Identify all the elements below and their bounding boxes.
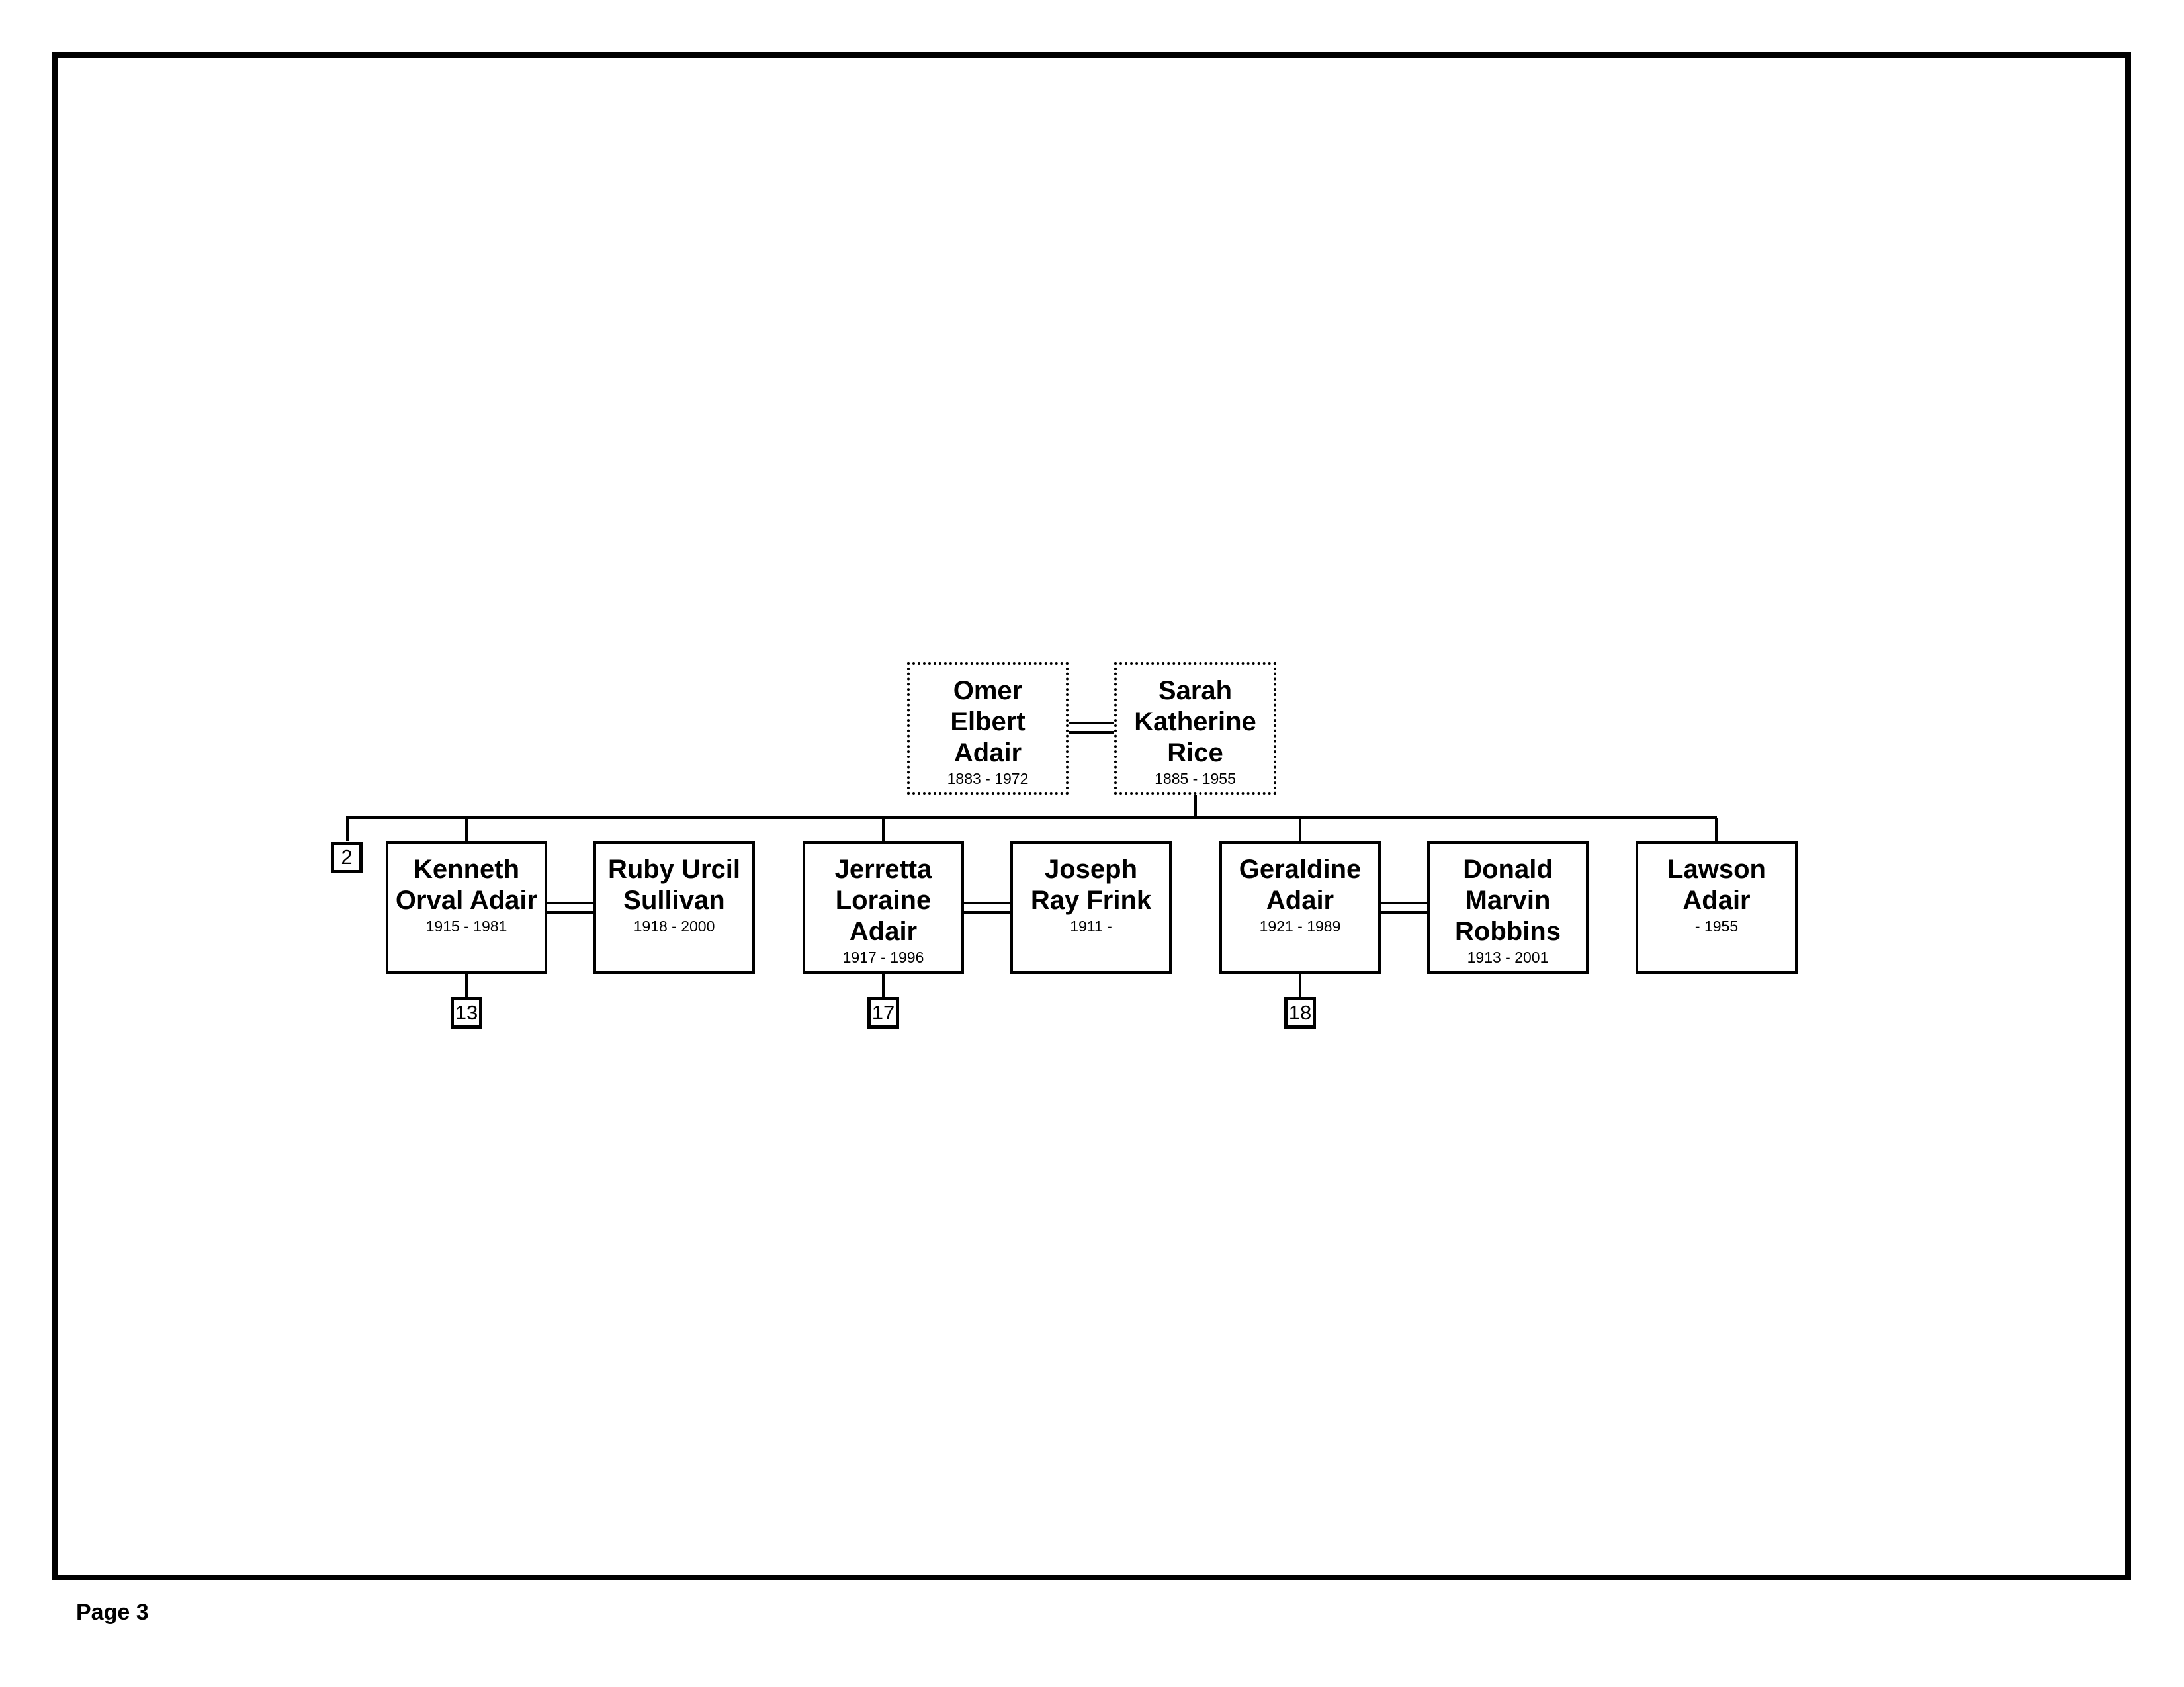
person-dates: 1913 - 2001 bbox=[1467, 949, 1549, 966]
person-name: Geraldine Adair bbox=[1239, 855, 1362, 915]
person-jerretta-loraine-adair: Jerretta Loraine Adair 1917 - 1996 bbox=[803, 841, 964, 974]
page-ref-17[interactable]: 17 bbox=[867, 997, 899, 1029]
page-ref-18[interactable]: 18 bbox=[1284, 997, 1316, 1029]
person-dates: 1921 - 1989 bbox=[1259, 918, 1341, 935]
person-name: Ruby Urcil Sullivan bbox=[607, 855, 741, 915]
person-ruby-urcil-sullivan: Ruby Urcil Sullivan 1918 - 2000 bbox=[593, 841, 755, 974]
person-geraldine-adair: Geraldine Adair 1921 - 1989 bbox=[1219, 841, 1381, 974]
person-name: Lawson Adair bbox=[1667, 855, 1766, 915]
person-dates: 1918 - 2000 bbox=[633, 918, 715, 935]
person-name: Donald Marvin Robbins bbox=[1455, 855, 1561, 946]
person-dates: 1911 - bbox=[1070, 918, 1112, 935]
person-name: Jerretta Loraine Adair bbox=[834, 855, 932, 946]
person-kenneth-orval-adair: Kenneth Orval Adair 1915 - 1981 bbox=[386, 841, 547, 974]
person-name: Joseph Ray Frink bbox=[1030, 855, 1152, 915]
person-name: Omer Elbert Adair bbox=[950, 676, 1026, 767]
person-name: Sarah Katherine Rice bbox=[1134, 676, 1256, 767]
page-ref-2[interactable]: 2 bbox=[331, 842, 363, 873]
person-joseph-ray-frink: Joseph Ray Frink 1911 - bbox=[1010, 841, 1172, 974]
person-dates: 1885 - 1955 bbox=[1155, 770, 1236, 787]
page-ref-13[interactable]: 13 bbox=[451, 997, 482, 1029]
person-dates: 1883 - 1972 bbox=[947, 770, 1029, 787]
person-dates: - 1955 bbox=[1694, 918, 1739, 935]
page-frame bbox=[52, 52, 2131, 1580]
person-donald-marvin-robbins: Donald Marvin Robbins 1913 - 2001 bbox=[1427, 841, 1589, 974]
person-dates: 1915 - 1981 bbox=[425, 918, 507, 935]
person-lawson-adair: Lawson Adair - 1955 bbox=[1636, 841, 1798, 974]
person-omer-elbert-adair: Omer Elbert Adair 1883 - 1972 bbox=[907, 662, 1069, 795]
person-sarah-katherine-rice: Sarah Katherine Rice 1885 - 1955 bbox=[1114, 662, 1276, 795]
page-number: Page 3 bbox=[76, 1600, 149, 1625]
person-name: Kenneth Orval Adair bbox=[395, 855, 538, 915]
person-dates: 1917 - 1996 bbox=[842, 949, 924, 966]
